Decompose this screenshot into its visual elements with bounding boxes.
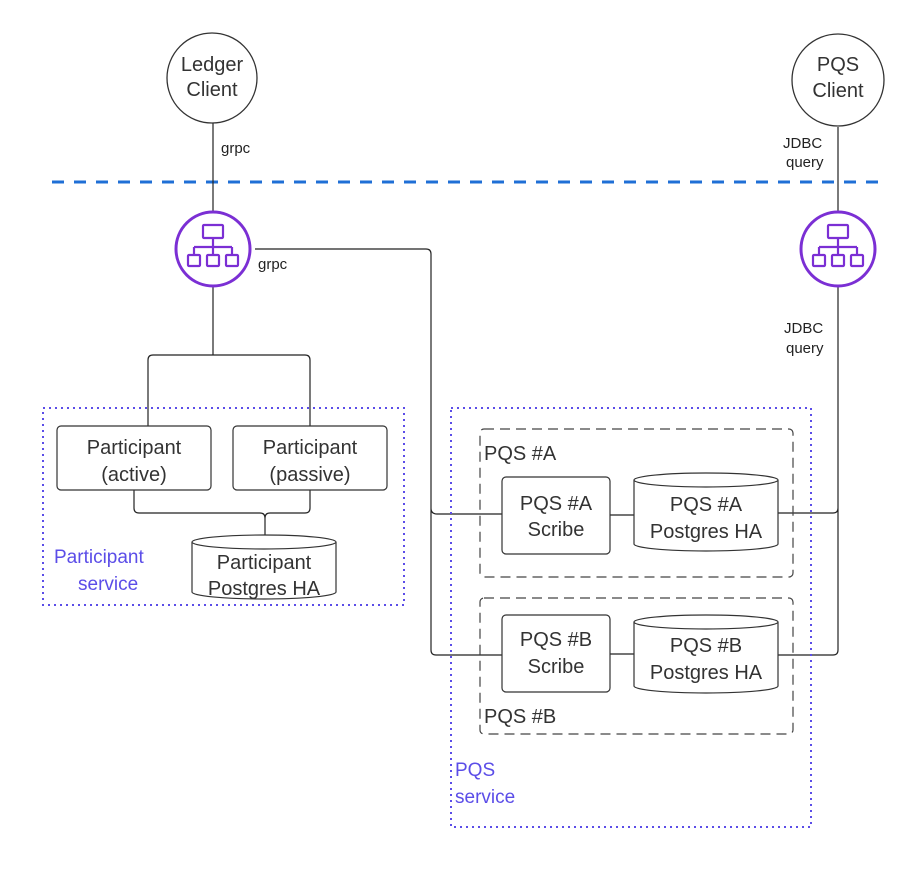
- pqs-jdbc-bottom-label-1: JDBC: [784, 320, 823, 337]
- participant-service-label-1: Participant: [54, 547, 144, 568]
- pqs-b-group-label: PQS #B: [484, 706, 556, 728]
- pqs-client-label-2: Client: [812, 80, 864, 102]
- pqs-b-scribe-label-1: PQS #B: [520, 629, 592, 651]
- participant-active-node: Participant (active): [56, 425, 212, 491]
- participant-load-balancer: [174, 210, 252, 288]
- participant-active-label-2: (active): [101, 464, 167, 486]
- pqs-service-label-2: service: [455, 787, 515, 808]
- pqs-b-db-label-1: PQS #B: [670, 635, 742, 657]
- pqs-a-scribe-label-2: Scribe: [528, 519, 585, 541]
- pqs-b-scribe-node: PQS #B Scribe: [501, 614, 611, 693]
- lb-to-pqs-scribes-connector: [255, 248, 502, 656]
- pqs-client-label-1: PQS: [817, 54, 859, 76]
- pqs-jdbc-bottom-label-2: query: [786, 340, 824, 357]
- pqs-a-group: [479, 428, 794, 578]
- pqs-a-db-label-2: Postgres HA: [650, 521, 763, 543]
- pqs-b-db-label-2: Postgres HA: [650, 662, 763, 684]
- pqs-jdbc-top-label-1: JDBC: [783, 135, 822, 152]
- pqs-jdbc-top-label-2: query: [786, 154, 824, 171]
- pqs-client-node: PQS Client: [791, 33, 885, 127]
- participant-passive-node: Participant (passive): [232, 425, 388, 491]
- lb-to-pqs-dbs-connector: [778, 287, 839, 656]
- network-hierarchy-icon: [186, 223, 240, 268]
- participant-db-label-2: Postgres HA: [208, 578, 321, 600]
- participant-passive-label-2: (passive): [269, 464, 350, 486]
- pqs-a-db-label-1: PQS #A: [670, 494, 743, 516]
- pqs-service-boundary: [450, 407, 812, 828]
- ledger-client-label-1: Ledger: [181, 54, 244, 76]
- ledger-client-label-2: Client: [186, 79, 238, 101]
- ledger-grpc-label: grpc: [221, 140, 251, 157]
- participant-active-label-1: Participant: [87, 437, 182, 459]
- participant-postgres-db: Participant Postgres HA: [191, 534, 337, 600]
- participants-to-db-connector: [133, 490, 311, 536]
- pqs-service-label-1: PQS: [455, 760, 495, 781]
- participant-service-boundary: [42, 407, 405, 606]
- pqs-b-scribe-label-2: Scribe: [528, 656, 585, 678]
- participant-service-label-2: service: [78, 574, 138, 595]
- pqs-a-scribe-node: PQS #A Scribe: [501, 476, 611, 555]
- network-hierarchy-icon: [811, 223, 865, 268]
- ledger-client-node: Ledger Client: [166, 32, 258, 124]
- pqs-b-group: [479, 597, 794, 735]
- lb-grpc-label: grpc: [258, 256, 288, 273]
- pqs-b-postgres-db: PQS #B Postgres HA: [633, 614, 779, 694]
- pqs-load-balancer: [799, 210, 877, 288]
- participant-passive-label-1: Participant: [263, 437, 358, 459]
- lb-to-participants-connector: [147, 287, 311, 426]
- pqs-a-group-label: PQS #A: [484, 443, 557, 465]
- pqs-a-scribe-label-1: PQS #A: [520, 493, 593, 515]
- participant-db-label-1: Participant: [217, 552, 312, 574]
- pqs-a-postgres-db: PQS #A Postgres HA: [633, 472, 779, 552]
